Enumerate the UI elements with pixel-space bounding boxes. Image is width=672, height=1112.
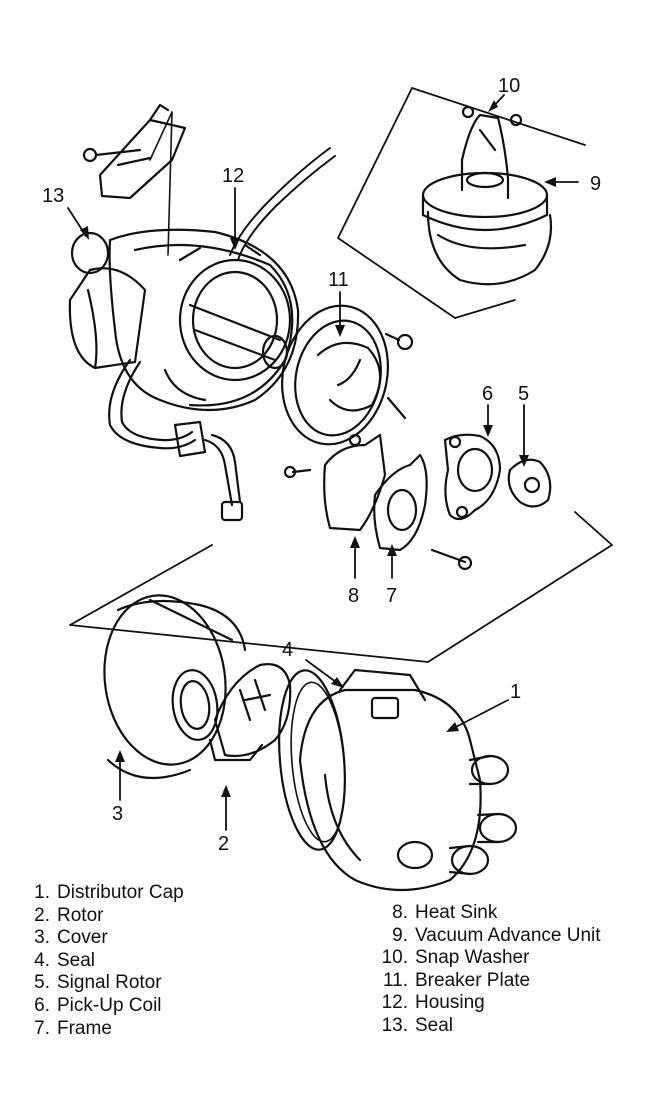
legend-item: 5.Signal Rotor — [34, 972, 162, 994]
callout-labels: 10 9 12 13 11 6 5 8 7 4 1 3 2 — [42, 75, 601, 855]
callout-5: 5 — [518, 383, 529, 405]
lower-group-outline — [69, 511, 613, 663]
callout-7: 7 — [386, 585, 397, 607]
callout-leaders — [67, 94, 579, 831]
vacuum-group-outline — [337, 87, 586, 319]
callout-2: 2 — [218, 833, 229, 855]
callout-3: 3 — [112, 803, 123, 825]
breaker-plate-11 — [280, 304, 414, 446]
legend-left: 1.Distributor Cap 2.Rotor 3.Cover 4.Seal… — [20, 882, 184, 1040]
legend-item: 12.Housing — [381, 992, 485, 1014]
legend-item: 9.Vacuum Advance Unit — [392, 924, 601, 946]
heat-sink-8 — [283, 433, 387, 532]
legend-item: 2.Rotor — [34, 904, 104, 926]
callout-6: 6 — [482, 383, 493, 405]
distributor-cap-1 — [298, 668, 518, 892]
legend-item: 13.Seal — [381, 1014, 454, 1036]
mounting-bracket — [82, 103, 187, 200]
callout-1: 1 — [510, 681, 521, 703]
legend-item: 4.Seal — [34, 949, 96, 971]
legend-item: 6.Pick-Up Coil — [34, 994, 162, 1016]
vacuum-advance-unit-9 — [421, 105, 553, 286]
legend-right: 8.Heat Sink 9.Vacuum Advance Unit 10.Sna… — [372, 902, 601, 1038]
legend-item: 3.Cover — [34, 927, 108, 949]
legend-item: 7.Frame — [34, 1017, 112, 1039]
legend-item: 10.Snap Washer — [381, 947, 530, 969]
pickup-group-outline — [149, 111, 173, 256]
seal-oring-13 — [70, 231, 110, 275]
callout-8: 8 — [348, 585, 359, 607]
callout-11: 11 — [328, 269, 349, 291]
arrowheads — [80, 100, 556, 797]
signal-rotor-5 — [507, 458, 552, 508]
wiring-harness — [108, 147, 336, 522]
callout-4: 4 — [282, 639, 293, 661]
callout-9: 9 — [590, 173, 601, 195]
rotor-2 — [208, 663, 292, 762]
pickup-coil-6 — [443, 433, 502, 521]
legend-item: 11.Breaker Plate — [382, 969, 531, 991]
callout-13: 13 — [42, 185, 64, 207]
callout-12: 12 — [222, 165, 244, 187]
housing-12 — [68, 228, 300, 412]
legend-item: 8.Heat Sink — [392, 902, 498, 923]
frame-7 — [373, 453, 473, 571]
callout-10: 10 — [498, 75, 520, 97]
cover-3 — [103, 594, 247, 780]
legend-item: 1.Distributor Cap — [34, 882, 184, 903]
